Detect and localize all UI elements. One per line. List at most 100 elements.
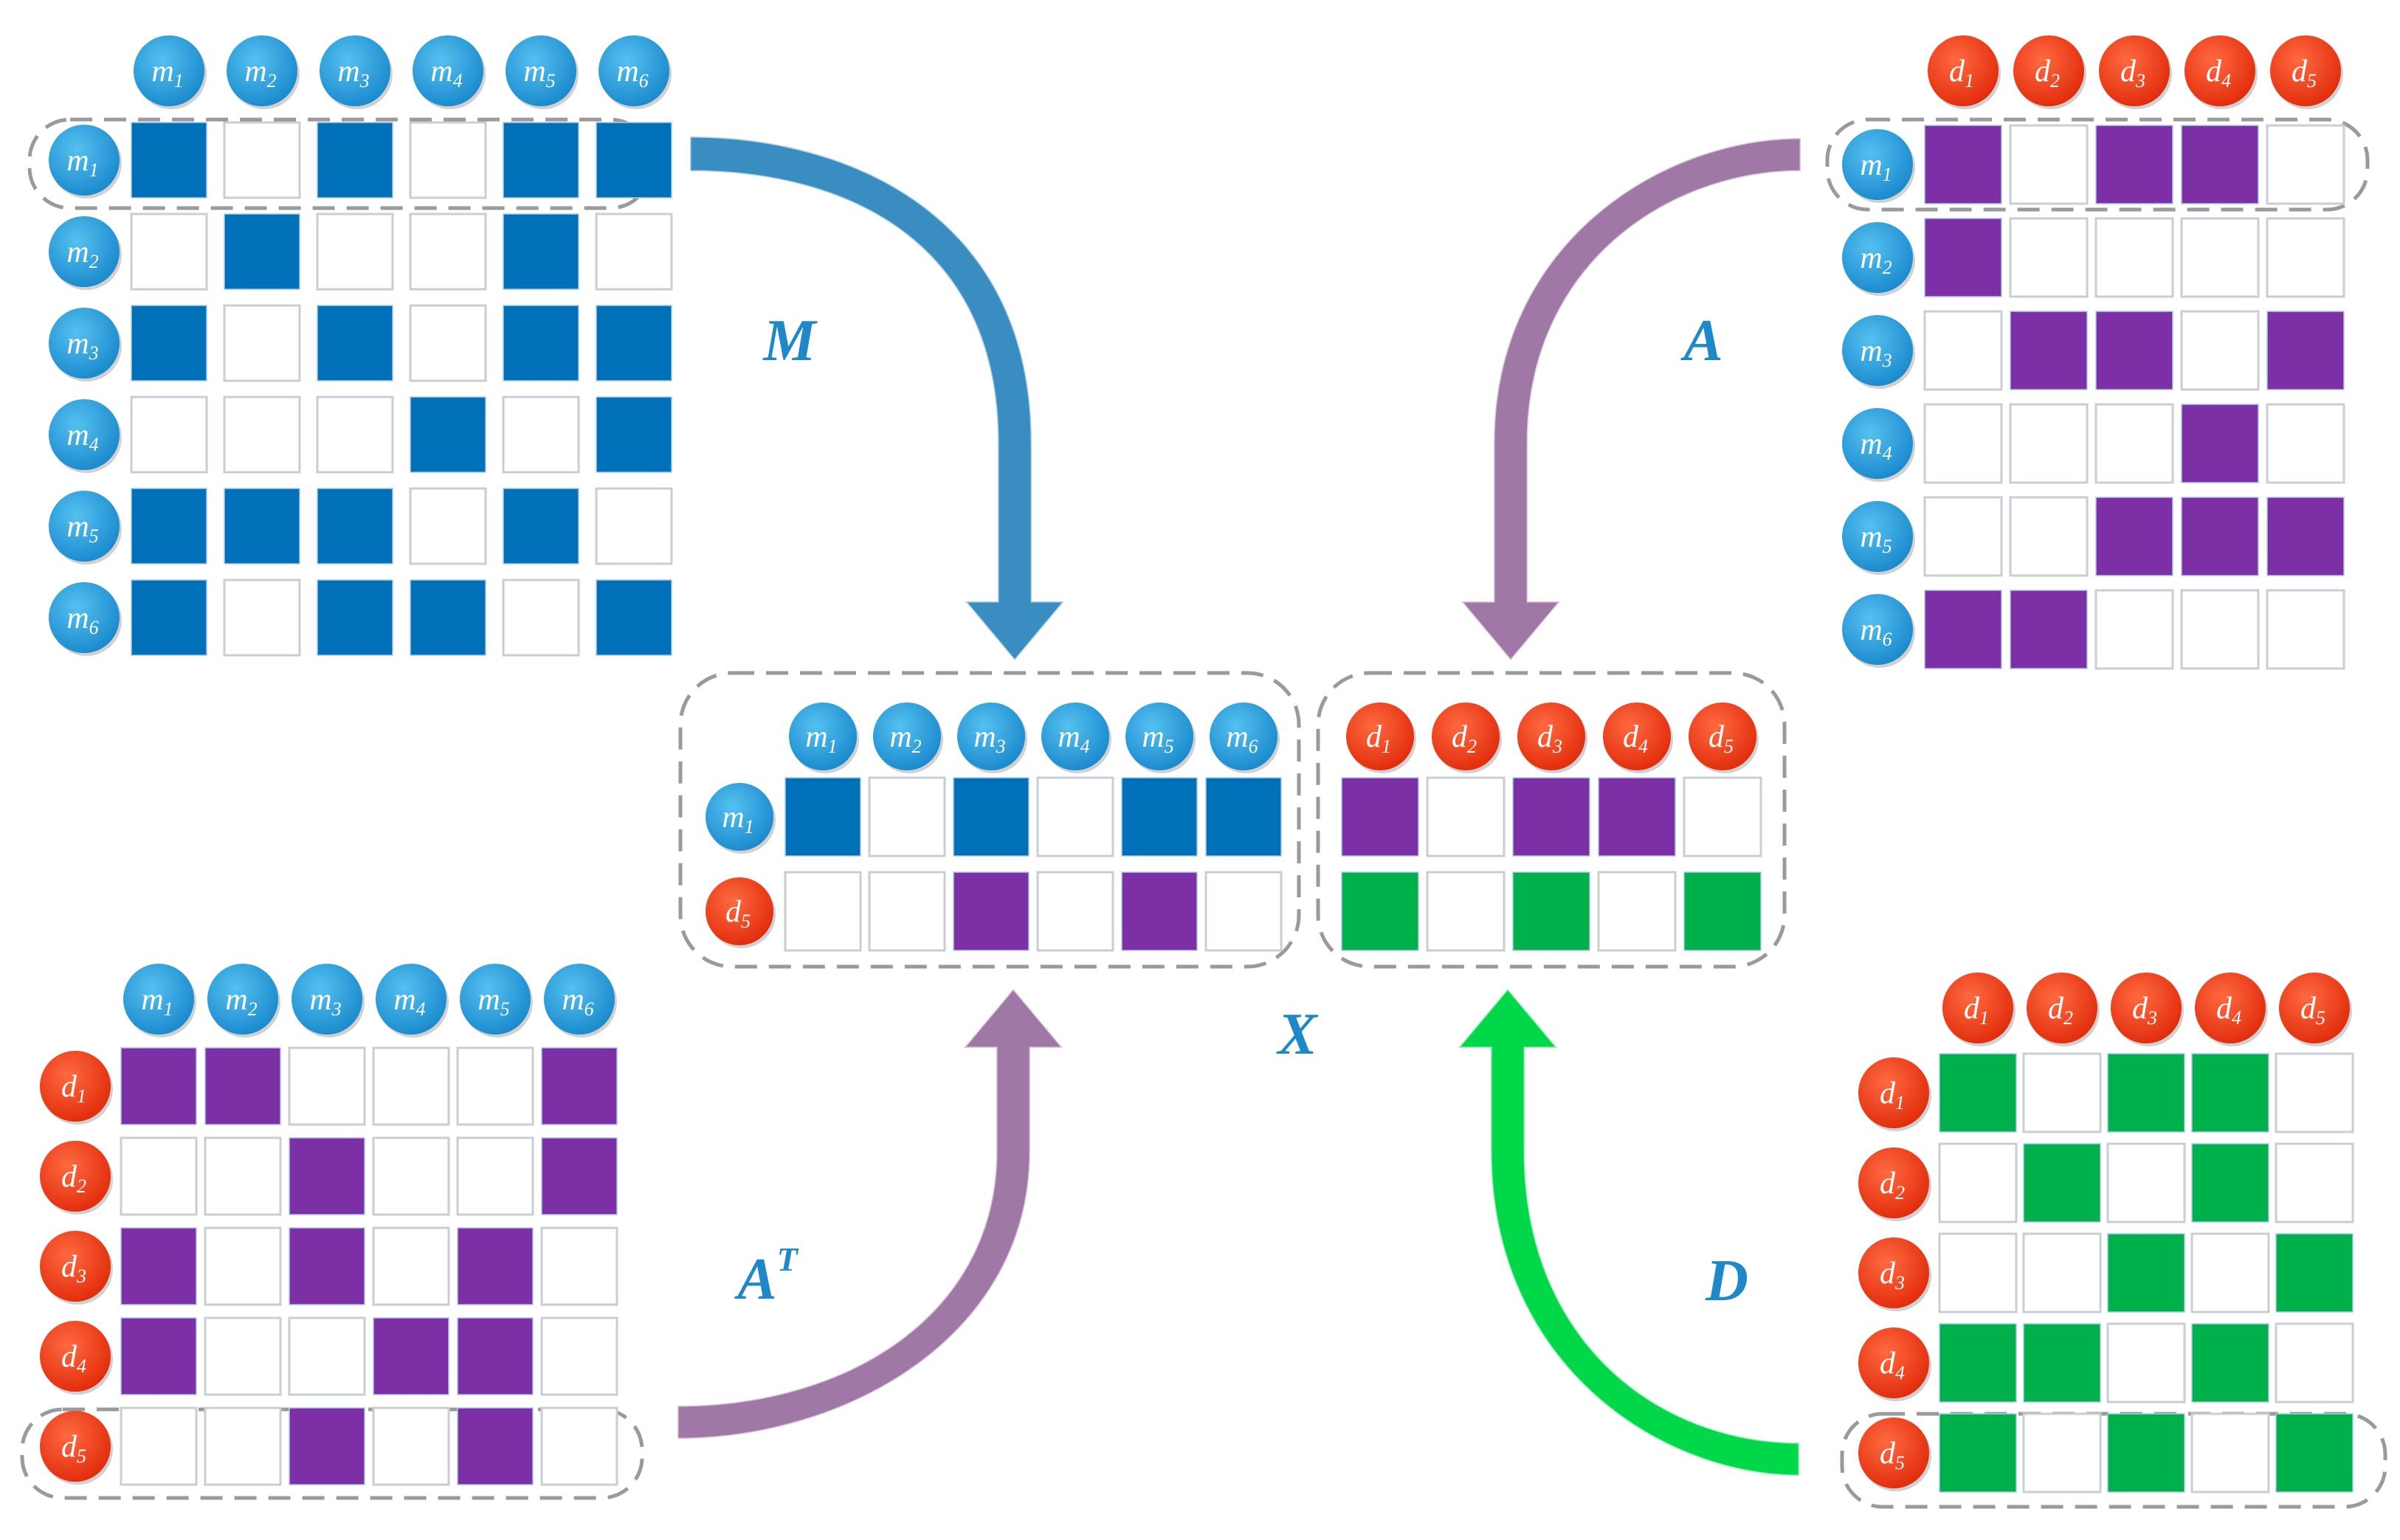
- matrix-A-row-node-m5-subscript: 5: [1883, 536, 1892, 557]
- label-X: X: [1275, 1002, 1318, 1067]
- matrix-D-row-node-d5: d5: [1858, 1418, 1931, 1491]
- matrix-D-row-node-d2-label: d2: [1880, 1167, 1905, 1204]
- matrix-AT-cell-r1-c5: [456, 1046, 534, 1126]
- matrix-M-col-node-m6-subscript: 6: [639, 70, 649, 91]
- matrix-X-right-col-node-d5-label: d5: [1708, 720, 1734, 757]
- matrix-D-cell-r5-c5: [2275, 1413, 2354, 1493]
- matrix-A-cell-r2-c3: [2094, 217, 2174, 298]
- matrix-A-cell-r6-c2: [2010, 590, 2088, 669]
- matrix-M-cell-r3-c1: [131, 305, 207, 381]
- matrix-AT-cell-r3-c3: [289, 1227, 365, 1305]
- matrix-X-right-col-node-d5-circle: [1689, 702, 1756, 770]
- matrix-D-cell-r4-c1: [1939, 1323, 2017, 1403]
- matrix-A-row-node-m4-label: m4: [1860, 427, 1892, 464]
- matrix-X-left-cell-r2-c5: [1121, 871, 1198, 951]
- matrix-D-row-node-d2-circle: [1858, 1147, 1929, 1218]
- matrix-D-cell-r5-c1: [1939, 1413, 2017, 1493]
- matrix-A-cell-r3-c3: [2095, 311, 2173, 390]
- matrix-AT-col-node-m2-subscript: 2: [248, 998, 258, 1020]
- matrix-X-left-cell-r1-c4: [1036, 776, 1114, 857]
- matrix-AT-cell-r2-c6: [541, 1137, 618, 1215]
- matrix-A-cell-r6-c5: [2266, 589, 2345, 670]
- matrix-X-right-col-node-d3: d3: [1517, 702, 1587, 773]
- matrix-AT-row-node-d5-circle: [40, 1411, 111, 1482]
- matrix-D-cell-r4-c2: [2023, 1323, 2101, 1403]
- matrix-X-left-cell-r2-c2: [868, 871, 946, 952]
- matrix-M-col-node-m3: m3: [320, 35, 393, 109]
- matrix-A-cell-r4-c5: [2266, 403, 2345, 484]
- matrix-M-cell-r6-c4: [410, 579, 486, 656]
- matrix-D-cell-r3-c5: [2275, 1233, 2354, 1313]
- matrix-A-col-node-d4-circle: [2185, 35, 2255, 106]
- matrix-A-cell-r6-c4: [2180, 589, 2260, 670]
- matrix-X-right-col-node-d4: d4: [1603, 702, 1673, 773]
- matrix-X-left-row-node-d5-circle: [706, 877, 773, 945]
- matrix-M-cell-r1-c5: [503, 122, 579, 198]
- matrix-AT-col-node-m4: m4: [376, 964, 449, 1037]
- matrix-A-cell-r5-c3: [2095, 497, 2173, 576]
- matrix-X-left-col-node-m6: m6: [1210, 702, 1280, 773]
- matrix-D-col-node-d5-subscript: 5: [2316, 1007, 2325, 1029]
- matrix-M-cell-r4-c1: [130, 396, 208, 474]
- matrix-X-left-col-node-m2-subscript: 2: [912, 736, 922, 757]
- matrix-AT-cell-r2-c4: [372, 1136, 450, 1216]
- matrix-M-row-node-m4: m4: [49, 399, 122, 473]
- matrix-A-row-node-m1-subscript: 1: [1883, 164, 1892, 185]
- matrix-M-row-node-m1-subscript: 1: [89, 159, 99, 181]
- matrix-M-col-node-m4: m4: [413, 35, 486, 109]
- matrix-A-row-node-m2-subscript: 2: [1883, 257, 1892, 278]
- matrix-X-right-cell-r2-c4: [1597, 871, 1677, 952]
- matrix-D-row-node-d3-subscript: 3: [1894, 1272, 1905, 1294]
- matrix-AT-col-node-m3-subscript: 3: [331, 998, 342, 1020]
- matrix-AT-col-node-m4-subscript: 4: [416, 998, 426, 1020]
- matrix-X-left-cell-r2-c3: [953, 871, 1030, 951]
- matrix-AT-cell-r1-c4: [372, 1046, 450, 1126]
- matrix-X-left-cell-r1-c5: [1121, 777, 1198, 857]
- matrix-A-col-node-d5: d5: [2270, 35, 2343, 109]
- matrix-D-col-node-d3-label: d3: [2132, 992, 2157, 1029]
- matrix-A-row-node-m5: m5: [1842, 501, 1915, 575]
- matrix-AT-row-node-d5-label: d5: [61, 1430, 86, 1467]
- matrix-M-col-node-m4-subscript: 4: [453, 70, 463, 91]
- arrow-M-to-X: [689, 135, 1067, 663]
- matrix-A-row-node-m5-label: m5: [1860, 520, 1892, 557]
- matrix-AT-row-node-d2-label: d2: [61, 1160, 86, 1197]
- matrix-X-right-col-node-d3-circle: [1517, 702, 1585, 770]
- matrix-X-right-cell-r2-c3: [1512, 871, 1590, 951]
- matrix-M-cell-r1-c3: [317, 122, 393, 198]
- matrix-X-right-cell-r1-c1: [1341, 777, 1419, 857]
- matrix-M-row-node-m4-circle: [49, 399, 120, 470]
- matrix-M-cell-r6-c1: [131, 579, 207, 656]
- matrix-M-cell-r6-c3: [317, 579, 393, 656]
- matrix-D-row-node-d3-circle: [1858, 1237, 1929, 1308]
- matrix-A-row-node-m3-circle: [1842, 315, 1913, 386]
- matrix-AT-col-node-m4-circle: [376, 964, 446, 1035]
- frame-X-left: [678, 671, 1301, 969]
- matrix-D-col-node-d4: d4: [2195, 973, 2268, 1046]
- matrix-A-row-node-m6: m6: [1842, 594, 1915, 668]
- matrix-M-row-node-m3-circle: [49, 308, 120, 379]
- matrix-AT-col-node-m5-label: m5: [477, 983, 509, 1020]
- matrix-M-cell-r5-c6: [595, 487, 673, 565]
- matrix-A-row-node-m3-subscript: 3: [1882, 350, 1892, 371]
- matrix-AT-col-node-m1: m1: [123, 964, 196, 1037]
- matrix-D-row-node-d2: d2: [1858, 1147, 1931, 1221]
- matrix-AT-row-node-d3-subscript: 3: [76, 1266, 86, 1287]
- matrix-D-row-node-d4-subscript: 4: [1895, 1362, 1905, 1384]
- matrix-M-cell-r2-c5: [503, 213, 579, 290]
- matrix-D-col-node-d3: d3: [2111, 973, 2184, 1046]
- matrix-AT-cell-r2-c3: [289, 1137, 365, 1215]
- arrow-D-to-X: [1455, 987, 1801, 1477]
- matrix-D-cell-r1-c1: [1939, 1053, 2017, 1133]
- matrix-X-right-cell-r2-c5: [1683, 871, 1762, 951]
- matrix-AT-row-node-d5: d5: [40, 1411, 113, 1485]
- matrix-AT-cell-r3-c6: [540, 1226, 618, 1306]
- matrix-D-cell-r1-c4: [2191, 1053, 2269, 1133]
- matrix-X-left-cell-r2-c1: [784, 871, 862, 952]
- matrix-D-cell-r4-c5: [2275, 1322, 2354, 1403]
- matrix-A-row-node-m2: m2: [1842, 222, 1915, 296]
- matrix-M-cell-r3-c3: [317, 305, 393, 381]
- matrix-M-col-node-m4-circle: [413, 35, 483, 106]
- matrix-A-cell-r3-c2: [2010, 311, 2088, 390]
- matrix-X-left-col-node-m5-circle: [1125, 702, 1193, 770]
